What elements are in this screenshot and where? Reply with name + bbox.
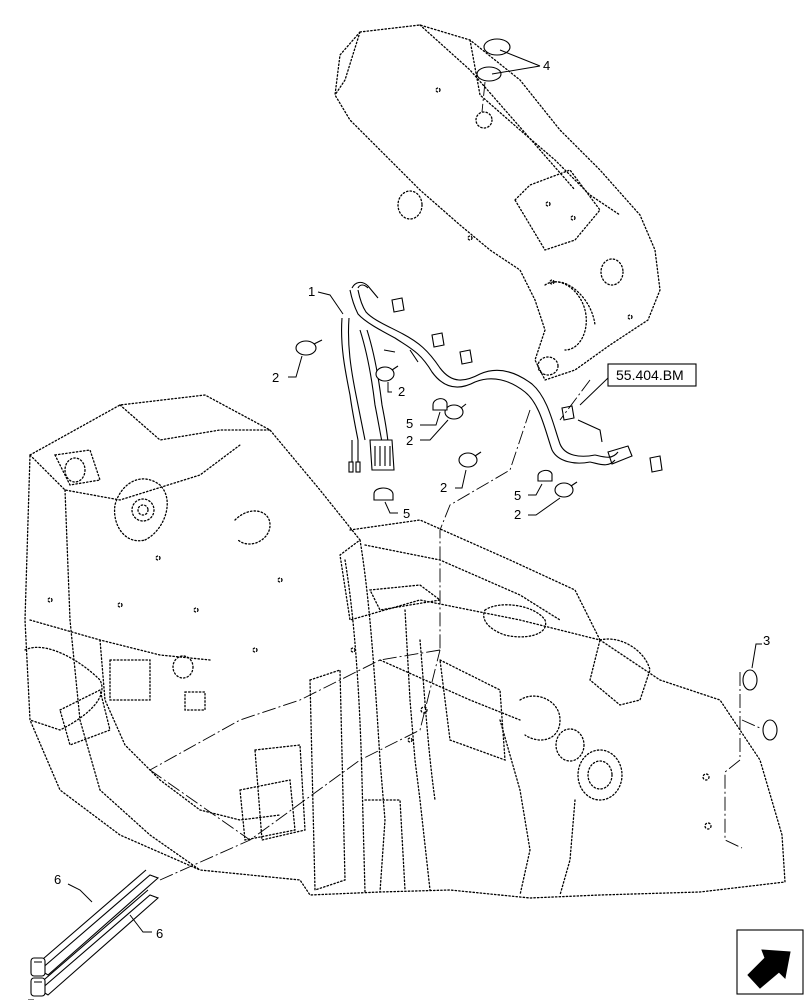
plug-item-3 xyxy=(742,669,778,741)
arrow-icon[interactable] xyxy=(736,929,804,995)
reference-box[interactable]: 55.404.BM xyxy=(607,363,697,387)
callout-5-a: 5 xyxy=(406,416,413,431)
callout-5-b: 5 xyxy=(403,506,410,521)
upper-boom-assembly xyxy=(334,24,661,381)
callout-3: 3 xyxy=(763,633,770,648)
clip-item-5 xyxy=(373,398,553,501)
clamp-item-2 xyxy=(295,339,578,498)
callout-6-a: 6 xyxy=(54,872,61,887)
callout-6-b: 6 xyxy=(156,926,163,941)
callout-labels: 1 2 2 5 2 2 5 5 2 4 3 6 6 xyxy=(54,58,770,941)
callout-2-c: 2 xyxy=(406,433,413,448)
callout-1: 1 xyxy=(308,284,315,299)
main-frame xyxy=(24,394,786,899)
cable-tie-item-6 xyxy=(28,869,160,1000)
callout-leaders xyxy=(67,49,762,933)
wiring-harness-item-1 xyxy=(341,281,663,473)
callout-2-b: 2 xyxy=(398,384,405,399)
callout-4: 4 xyxy=(543,58,550,73)
callout-2-e: 2 xyxy=(514,507,521,522)
center-lines xyxy=(149,379,761,881)
callout-2-d: 2 xyxy=(440,480,447,495)
callout-2-a: 2 xyxy=(272,370,279,385)
reference-label: 55.404.BM xyxy=(616,367,684,383)
callout-5-c: 5 xyxy=(514,488,521,503)
